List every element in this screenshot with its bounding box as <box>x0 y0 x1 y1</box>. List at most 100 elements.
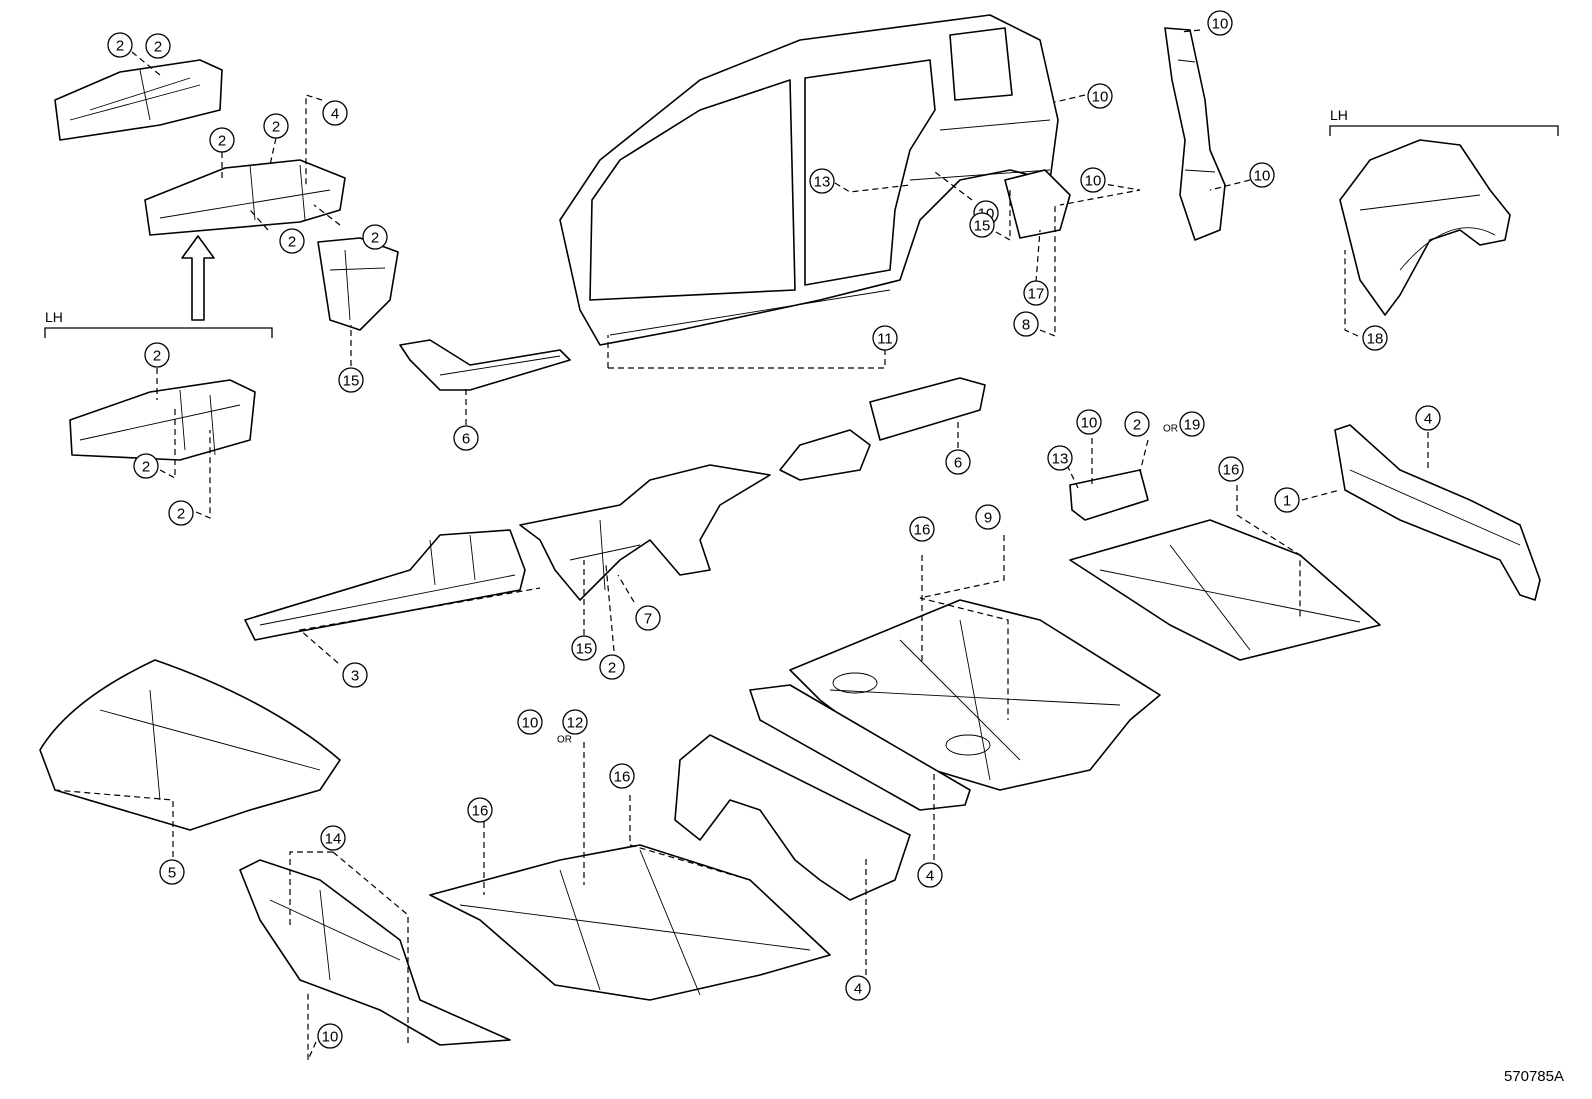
front-side-member-upper <box>54 59 223 141</box>
callout-c26: 2 <box>1124 411 1150 437</box>
rear-wheel-housing-lh <box>1339 139 1511 316</box>
callout-number: 10 <box>1254 168 1271 185</box>
callout-c43: 5 <box>159 859 185 885</box>
callout-number: 10 <box>1081 415 1098 432</box>
rear-floor-side-member-lh <box>1334 424 1541 601</box>
callout-c15: 10 <box>1087 83 1113 109</box>
callout-circle <box>1023 280 1049 306</box>
callout-circle <box>1207 10 1233 36</box>
lh-bracket-left: LH <box>44 309 273 338</box>
callout-circle <box>517 709 543 735</box>
callout-number: 2 <box>272 119 280 136</box>
callout-circle <box>609 763 635 789</box>
callout-number: 6 <box>954 455 962 472</box>
callout-c8: 2 <box>133 453 159 479</box>
callout-number: 8 <box>1022 317 1030 334</box>
callout-circle <box>599 654 625 680</box>
front-side-member-lh <box>69 379 256 461</box>
callout-circle <box>969 212 995 238</box>
floor-tunnel-cross-member <box>674 734 911 901</box>
callout-circle <box>872 325 898 351</box>
callout-circle <box>209 127 235 153</box>
callout-number: 2 <box>1133 417 1141 434</box>
callout-number: 16 <box>1223 462 1240 479</box>
leader-lines <box>54 29 1429 1061</box>
callout-circle <box>322 100 348 126</box>
callout-number: 3 <box>351 668 359 685</box>
callout-circle <box>562 709 588 735</box>
callout-c3: 2 <box>263 113 289 139</box>
callout-number: 2 <box>371 230 379 247</box>
callout-number: 18 <box>1367 331 1384 348</box>
callout-c5: 2 <box>279 228 305 254</box>
callout-number: 4 <box>926 868 934 885</box>
callout-circle <box>320 825 346 851</box>
callout-circle <box>467 797 493 823</box>
callout-circle <box>1087 83 1113 109</box>
center-pillar-reinforcement <box>1164 27 1226 241</box>
callout-c19: 17 <box>1023 280 1049 306</box>
callout-number: 10 <box>1212 16 1229 33</box>
callout-number: 16 <box>614 769 631 786</box>
callout-number: 14 <box>325 831 342 848</box>
rear-floor-extension <box>1069 519 1381 661</box>
callout-number: 16 <box>472 803 489 820</box>
callout-circle <box>1218 456 1244 482</box>
lh-label-right: LH <box>1330 107 1348 123</box>
callout-c20: 8 <box>1013 311 1039 337</box>
callout-c35: 7 <box>635 605 661 631</box>
callout-number: 2 <box>142 459 150 476</box>
callout-circle <box>362 224 388 250</box>
callout-number: 15 <box>576 641 593 658</box>
callout-c9: 2 <box>168 500 194 526</box>
callout-circle <box>1124 411 1150 437</box>
reference-code: 570785A <box>1503 1068 1564 1085</box>
callout-number: 6 <box>462 431 470 448</box>
callout-c25: 10 <box>1076 409 1102 435</box>
callout-circle <box>635 605 661 631</box>
callout-number: 4 <box>854 981 862 998</box>
up-arrow <box>181 235 215 321</box>
callout-circle <box>145 33 171 59</box>
callout-circle <box>133 453 159 479</box>
callout-number: 5 <box>168 865 176 882</box>
callout-c40: 16 <box>467 797 493 823</box>
rear-floor-cross-member <box>749 684 971 811</box>
callout-c17: 10 <box>1207 10 1233 36</box>
callout-circle <box>909 516 935 542</box>
callout-circle <box>1080 167 1106 193</box>
callout-number: 10 <box>522 715 539 732</box>
callout-c24: 6 <box>945 449 971 475</box>
callout-number: 10 <box>1092 89 1109 106</box>
callout-circle <box>975 504 1001 530</box>
callout-c13: 11 <box>872 325 898 351</box>
callout-c42: 4 <box>917 862 943 888</box>
callout-circle <box>571 635 597 661</box>
callout-number: 7 <box>644 611 652 628</box>
rocker-reinforcement <box>869 377 986 441</box>
quarter-inner-bracket <box>1004 169 1071 239</box>
callout-circle <box>168 500 194 526</box>
callout-c18: 15 <box>969 212 995 238</box>
callout-group: 2224222222156111310101015178101018610219… <box>107 10 1441 1049</box>
callout-c30: 4 <box>1415 405 1441 431</box>
callout-number: 16 <box>914 522 931 539</box>
callout-c36: 15 <box>571 635 597 661</box>
callout-c10: 2 <box>145 33 171 59</box>
callout-c28: 13 <box>1047 445 1073 471</box>
callout-circle <box>342 662 368 688</box>
callout-c44: 14 <box>320 825 346 851</box>
front-side-member-rh <box>144 159 346 236</box>
callout-circle <box>144 342 170 368</box>
callout-number: 11 <box>877 331 893 348</box>
callout-c38: 10 <box>517 709 543 735</box>
dash-cross-member <box>519 464 771 601</box>
callout-number: 10 <box>1085 173 1102 190</box>
cowl-side-member <box>399 339 571 391</box>
callout-c31: 1 <box>1274 487 1300 513</box>
callout-circle <box>1179 411 1205 437</box>
callout-number: 1 <box>1283 493 1291 510</box>
callout-number: 10 <box>322 1029 339 1046</box>
callout-c34: 3 <box>342 662 368 688</box>
front-apron-bracket <box>317 237 399 331</box>
